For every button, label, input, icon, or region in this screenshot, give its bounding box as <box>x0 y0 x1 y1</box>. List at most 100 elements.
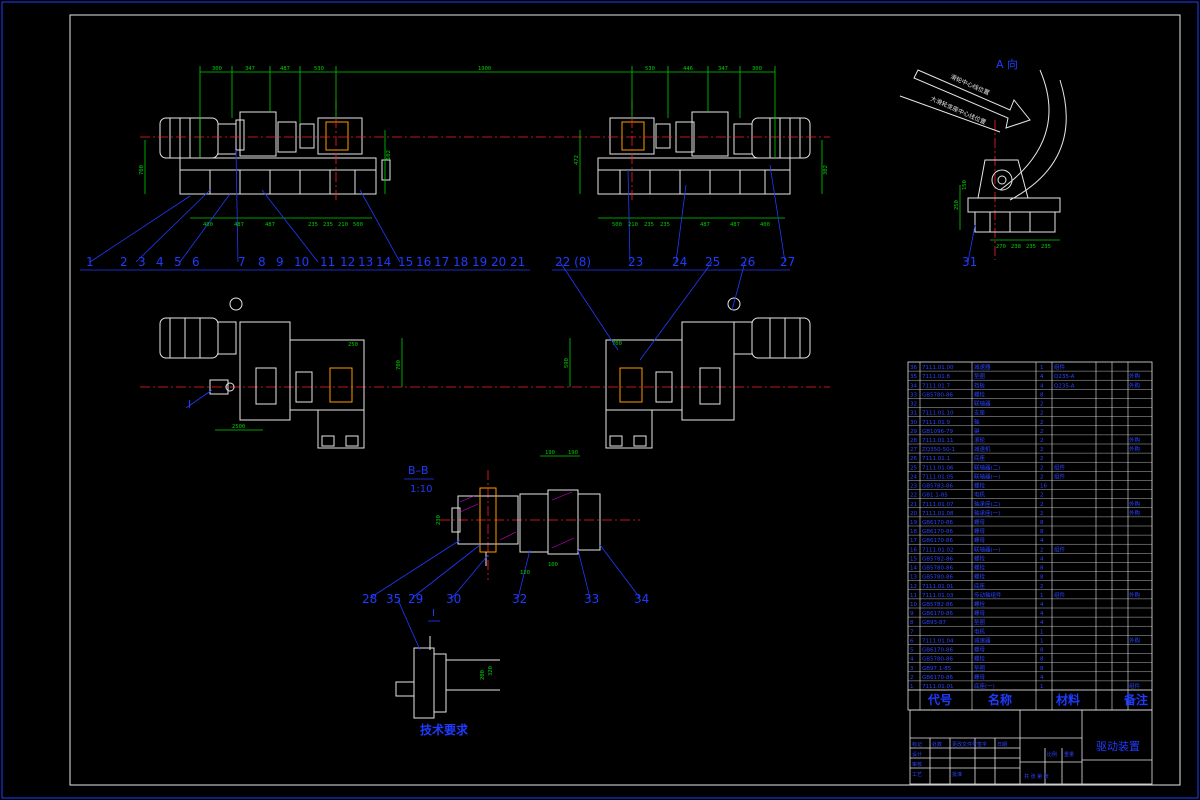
bom-cell: 螺栓 <box>974 482 986 490</box>
role-0: 设计 <box>912 751 922 758</box>
dim-rb-2: 235 <box>644 222 654 228</box>
leader-lines <box>80 149 976 651</box>
balloon-32: 32 <box>512 592 527 606</box>
dim-pr-0: 590 <box>564 358 570 368</box>
bom-cell: 联轴器(一) <box>974 472 1000 480</box>
bom-cell: 7111.01.06 <box>922 465 954 471</box>
bom-cell: 7111.01.10 <box>922 411 954 417</box>
bom-cell: 减速器 <box>974 363 991 371</box>
drawing-name: 驱动装置 <box>1096 740 1140 753</box>
bom-cell: 27 <box>910 447 917 453</box>
dim-pr-1: 700 <box>612 341 622 347</box>
bom-cell: 螺栓 <box>974 600 986 608</box>
balloon-13: 13 <box>358 255 373 269</box>
dim-sec-4: 230 <box>436 515 442 525</box>
bom-cell: 28 <box>910 438 917 444</box>
detail-section-title: I <box>432 608 435 619</box>
bom-cell: 组件 <box>1054 463 1066 471</box>
bom-cell: 7 <box>910 629 914 635</box>
bom-cell: ZQ350-50-1 <box>922 447 955 453</box>
dim-rb-5: 487 <box>730 222 740 228</box>
bom-cell: 23 <box>910 484 917 490</box>
bom-cell: 8 <box>1040 648 1044 654</box>
bom-cell: 8 <box>1040 520 1044 526</box>
bom-cell: 29 <box>910 429 917 435</box>
bom-cell: GB1.1-85 <box>922 493 948 499</box>
dim-lh-0: 700 <box>139 165 145 175</box>
bom-cell: 2 <box>1040 493 1044 499</box>
balloon-29: 29 <box>408 592 423 606</box>
bom-cell: 电机 <box>974 627 986 635</box>
dim-rb-6: 400 <box>760 222 770 228</box>
view-b-scale: 1:10 <box>410 484 432 495</box>
bom-cell: 4 <box>1040 538 1044 544</box>
balloon-24: 24 <box>672 255 687 269</box>
bom-cell: 2 <box>1040 447 1044 453</box>
bom-cell: 16 <box>1040 484 1047 490</box>
dim-va-0: 270 <box>996 244 1006 250</box>
dimension-lines <box>144 66 1060 457</box>
bom-cell: 14 <box>910 566 917 572</box>
view-b-title: B–B <box>408 464 429 477</box>
dim-rh-1: 302 <box>823 165 829 175</box>
balloon-18: 18 <box>453 255 468 269</box>
bom-cell: 4 <box>910 657 914 663</box>
bom-cell: 7111.01.08 <box>922 511 954 517</box>
dim-rb-3: 235 <box>660 222 670 228</box>
bom-cell: 支座 <box>974 409 986 417</box>
bom-cell: 电机 <box>974 491 986 499</box>
bom-cell: 螺母 <box>974 518 986 526</box>
bom-cell: 螺母 <box>974 527 986 535</box>
front-view-left <box>159 111 391 195</box>
balloon-17: 17 <box>434 255 449 269</box>
balloon-20: 20 <box>491 255 506 269</box>
balloon-6: 6 <box>192 255 200 269</box>
rev-mark-2: 更改文件号 <box>952 741 977 748</box>
bom-cell: GB6170-86 <box>922 675 954 681</box>
bom-cell: 7111.01.01 <box>922 684 954 690</box>
front-view-right <box>597 111 811 195</box>
bom-cell: 螺栓 <box>974 554 986 562</box>
bom-header-cell: 名称 <box>988 692 1012 707</box>
rev-mark-3: 签字 <box>977 741 987 748</box>
bom-cell: 17 <box>910 538 917 544</box>
bom-cell: 6 <box>910 638 914 644</box>
bom-cell: 螺母 <box>974 609 986 617</box>
bom-cell: GB5780-86 <box>922 392 954 398</box>
dim-top-7: 347 <box>718 66 728 72</box>
balloons-section: 28 35 29 30 32 33 34 <box>362 592 649 606</box>
bom-cell: 21 <box>910 502 917 508</box>
bom-cell: GB6170-86 <box>922 538 954 544</box>
bom-cell: 组件 <box>1054 472 1066 480</box>
bom-cell: 13 <box>910 575 917 581</box>
bom-cell: 34 <box>910 383 917 389</box>
dim-top-0: 300 <box>212 66 222 72</box>
bom-cell: 7111.01.9 <box>922 420 950 426</box>
bom-cell: GB5780-86 <box>922 575 954 581</box>
dim-lb-1: 487 <box>234 222 244 228</box>
dim-top-4: 1900 <box>478 66 491 72</box>
bom-cell: 联轴器(一) <box>974 545 1000 553</box>
plan-view-right <box>605 297 811 449</box>
bom-cell: 2 <box>1040 438 1044 444</box>
dim-lh-1: 102 <box>386 150 392 160</box>
balloon-11: 11 <box>320 255 335 269</box>
title-block-text: 驱动装置 标记 处数 更改文件号 签字 日期 设计 审核 工艺 批准 比例 重量… <box>912 740 1140 780</box>
bom-cell: 2 <box>1040 502 1044 508</box>
balloon-14: 14 <box>376 255 391 269</box>
balloon-1: 1 <box>86 255 94 269</box>
dim-lb-2: 487 <box>265 222 275 228</box>
bom-cell: 36 <box>910 365 917 371</box>
bom-cell: 键 <box>974 427 980 435</box>
dim-rb-0: 500 <box>612 222 622 228</box>
bom-cell: 35 <box>910 374 917 380</box>
bom-cell: Q235-A <box>1054 374 1075 380</box>
bom-cell: 2 <box>1040 402 1044 408</box>
rev-mark-4: 日期 <box>997 742 1007 748</box>
bom-cell: 5 <box>910 648 914 654</box>
bom-cell: 底座(一) <box>974 682 995 690</box>
bom-cell: GB5782-86 <box>922 556 954 562</box>
balloon-12: 12 <box>340 255 355 269</box>
bom-cell: 7111.01.03 <box>922 593 954 599</box>
